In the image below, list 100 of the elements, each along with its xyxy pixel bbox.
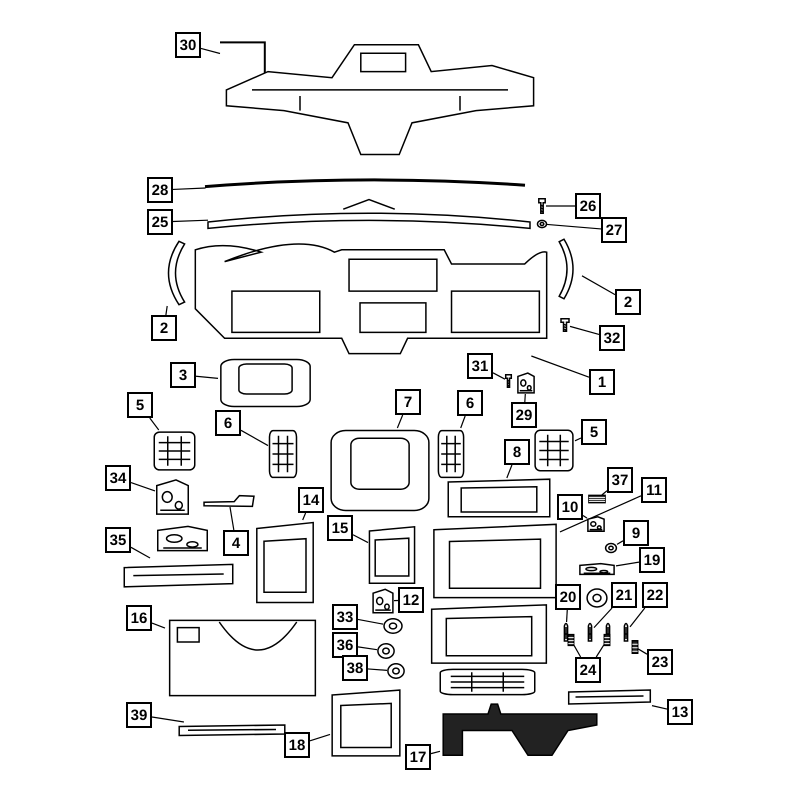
- switch-drawing: [377, 643, 395, 659]
- leader-line: [492, 372, 506, 380]
- leader-line: [560, 495, 642, 533]
- leader-line: [152, 716, 184, 723]
- leader-line: [546, 205, 575, 207]
- leader-line: [172, 220, 208, 222]
- callout-number: 28: [147, 177, 173, 203]
- air-vent-drawing: [533, 428, 575, 473]
- knob-drawing: [387, 663, 405, 679]
- bracket-drawing: [517, 372, 535, 394]
- side-panel-drawing: [368, 525, 416, 585]
- callout-number: 30: [175, 32, 201, 58]
- callout-number: 25: [147, 209, 173, 235]
- bracket-drawing: [587, 516, 605, 532]
- callout-number: 35: [105, 527, 131, 553]
- callout-number: 2: [615, 289, 641, 315]
- top-cover-drawing: [445, 478, 553, 518]
- callout-number: 9: [623, 520, 649, 546]
- leader-line: [302, 512, 306, 520]
- callout-number: 21: [611, 582, 637, 608]
- bracket-drawing: [155, 478, 190, 516]
- leader-line: [130, 546, 150, 559]
- pin-drawing: [604, 634, 610, 646]
- clip-drawing: [622, 622, 630, 642]
- leader-line: [570, 326, 600, 335]
- leader-line: [652, 705, 668, 710]
- support-bar-drawing: [177, 722, 287, 737]
- clip-drawing: [586, 622, 594, 642]
- leader-line: [240, 430, 268, 446]
- leader-line: [546, 224, 602, 230]
- callout-number: 5: [127, 392, 153, 418]
- callout-number: 11: [641, 477, 667, 503]
- leader-line: [229, 506, 234, 530]
- defroster-panel-drawing: [208, 198, 530, 230]
- leader-line: [368, 668, 388, 671]
- leader-line: [582, 515, 588, 519]
- strip-drawing: [588, 495, 606, 503]
- callout-number: 6: [457, 390, 483, 416]
- callout-number: 31: [467, 353, 493, 379]
- leader-line: [596, 644, 604, 658]
- callout-number: 24: [575, 657, 601, 683]
- callout-number: 8: [504, 439, 530, 465]
- air-vent-drawing: [152, 430, 197, 472]
- leader-line: [130, 482, 156, 492]
- callout-number: 29: [511, 402, 537, 428]
- trim-drawing: [567, 686, 652, 706]
- leader-line: [638, 648, 648, 655]
- callout-number: 12: [398, 587, 424, 613]
- center-bezel-drawing: [328, 428, 432, 513]
- leader-line: [200, 48, 220, 54]
- callout-number: 5: [581, 419, 607, 445]
- callout-number: 7: [395, 389, 421, 415]
- leader-line: [506, 464, 512, 478]
- pin-drawing: [632, 640, 638, 654]
- bracket-drawing: [203, 495, 255, 507]
- callout-number: 13: [667, 699, 693, 725]
- callout-number: 16: [126, 605, 152, 631]
- callout-number: 36: [332, 632, 358, 658]
- leader-line: [616, 562, 640, 566]
- callout-number: 22: [642, 582, 668, 608]
- leader-line: [149, 418, 160, 430]
- leader-line: [582, 275, 616, 296]
- strip-drawing: [578, 563, 616, 575]
- leader-line: [460, 416, 466, 428]
- bolt-drawing: [538, 198, 546, 214]
- leader-line: [566, 610, 568, 622]
- callout-number: 26: [575, 193, 601, 219]
- callout-number: 17: [405, 744, 431, 770]
- leader-line: [574, 437, 582, 442]
- leader-line: [152, 622, 166, 629]
- air-vent-drawing: [268, 428, 298, 480]
- callout-number: 6: [215, 410, 241, 436]
- callout-number: 33: [332, 604, 358, 630]
- leader-line: [310, 734, 330, 742]
- leader-line: [396, 414, 404, 428]
- callout-number: 37: [607, 467, 633, 493]
- callout-number: 18: [284, 732, 310, 758]
- glove-box-door-drawing: [430, 522, 560, 600]
- leader-line: [524, 394, 526, 402]
- screw-drawing: [560, 318, 570, 332]
- clip-drawing: [537, 220, 547, 228]
- callout-number: 3: [170, 362, 196, 388]
- bin-drawing: [330, 688, 402, 758]
- callout-number: 32: [599, 325, 625, 351]
- leader-line: [165, 306, 168, 316]
- callout-number: 2: [151, 315, 177, 341]
- leader-line: [616, 540, 624, 545]
- bracket-drawing: [372, 588, 394, 614]
- pin-drawing: [505, 374, 512, 388]
- callout-number: 14: [298, 487, 324, 513]
- cluster-bezel-drawing: [218, 358, 313, 408]
- callout-number: 38: [342, 655, 368, 681]
- button-drawing: [605, 543, 617, 553]
- switch-drawing: [383, 618, 403, 634]
- leader-line: [430, 750, 440, 754]
- callout-number: 27: [601, 217, 627, 243]
- callout-number: 34: [105, 465, 131, 491]
- leader-line: [573, 645, 582, 658]
- callout-number: 10: [557, 494, 583, 520]
- console-drawing: [440, 703, 600, 758]
